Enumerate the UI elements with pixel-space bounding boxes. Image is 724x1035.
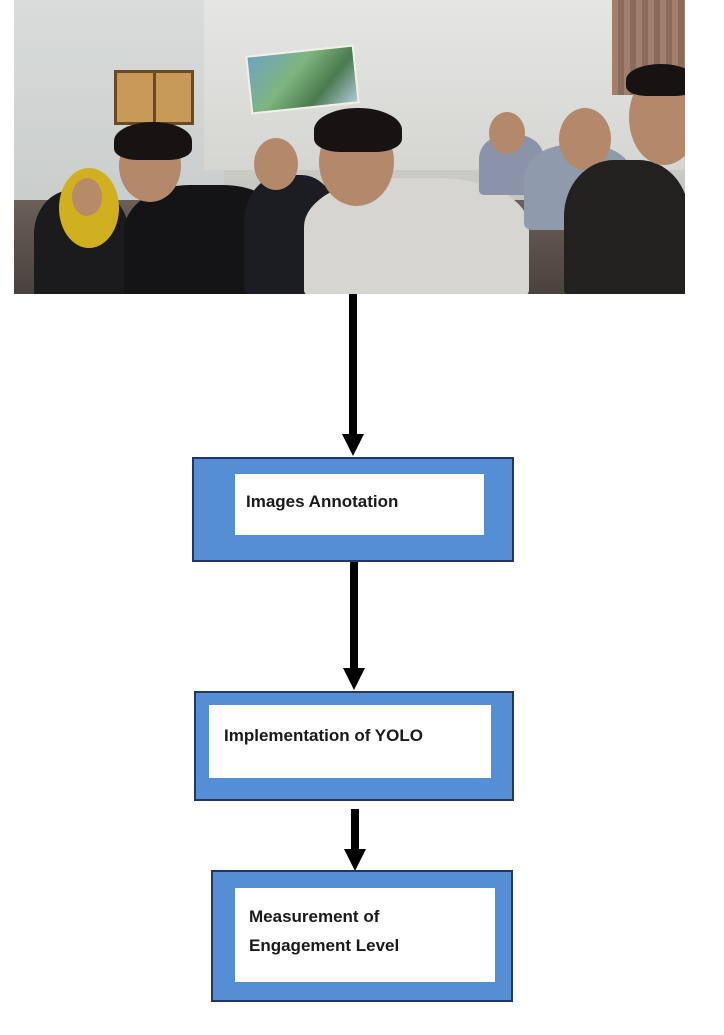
step-images-annotation-label: Images Annotation bbox=[246, 492, 399, 511]
photo-hair-black-shirt bbox=[114, 122, 192, 160]
photo-head-striped bbox=[489, 112, 525, 154]
step-measurement-of-engagement-level-inner bbox=[235, 888, 495, 982]
step-implementation-of-yolo-inner bbox=[209, 705, 491, 778]
photo-window bbox=[114, 70, 194, 125]
step-measurement-of-engagement-level: Measurement of Engagement Level bbox=[211, 870, 513, 1002]
photo-person-right bbox=[564, 160, 685, 294]
step-images-annotation-inner bbox=[235, 474, 484, 535]
photo-head-back bbox=[254, 138, 298, 190]
photo-face-hijab bbox=[72, 178, 102, 216]
arrow-2-head bbox=[343, 668, 365, 690]
arrow-3-shaft bbox=[351, 809, 359, 851]
photo-hair-right bbox=[626, 64, 685, 96]
photo-head-hand-chin bbox=[559, 108, 611, 170]
arrow-1-shaft bbox=[349, 294, 357, 436]
arrow-1-head bbox=[342, 434, 364, 456]
step-measurement-of-engagement-level-label: Measurement of Engagement Level bbox=[249, 907, 400, 955]
arrow-2-shaft bbox=[350, 562, 358, 670]
step-images-annotation: Images Annotation bbox=[192, 457, 514, 562]
arrow-3-head bbox=[344, 849, 366, 871]
step-implementation-of-yolo-label: Implementation of YOLO bbox=[224, 726, 423, 745]
step-implementation-of-yolo: Implementation of YOLO bbox=[194, 691, 514, 801]
photo-hair-white-shirt bbox=[314, 108, 402, 152]
classroom-photo bbox=[14, 0, 685, 294]
photo-wall-painting bbox=[245, 44, 360, 115]
